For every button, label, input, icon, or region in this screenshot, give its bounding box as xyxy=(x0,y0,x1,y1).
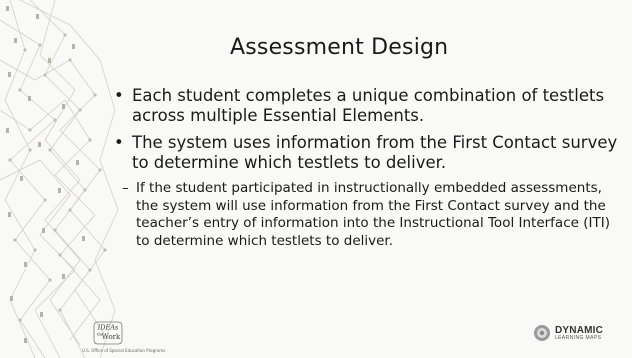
idea-logo-line1: IDEAs xyxy=(97,324,119,332)
slide-title: Assessment Design xyxy=(230,35,449,60)
dynamic-logo-sub: LEARNING MAPS xyxy=(555,334,602,341)
idea-logo-line2: the xyxy=(97,332,104,337)
idea-logo-caption: U.S. Office of Special Education Program… xyxy=(82,348,166,353)
decorative-network-background xyxy=(0,0,119,358)
dynamic-logo-text: DYNAMIC LEARNING MAPS xyxy=(555,324,604,341)
sub-bullet-item: If the student participated in instructi… xyxy=(122,180,624,250)
globe-icon xyxy=(534,325,550,341)
dynamic-learning-maps-logo: DYNAMIC LEARNING MAPS xyxy=(533,324,603,342)
bullet-item: Each student completes a unique combinat… xyxy=(114,86,624,126)
slide-content: Each student completes a unique combinat… xyxy=(114,86,624,250)
bullet-item: The system uses information from the Fir… xyxy=(114,133,624,173)
dynamic-logo-main: DYNAMIC xyxy=(555,324,604,336)
idea-logo: IDEAs the Work xyxy=(93,321,123,345)
idea-logo-line3: Work xyxy=(102,333,121,341)
